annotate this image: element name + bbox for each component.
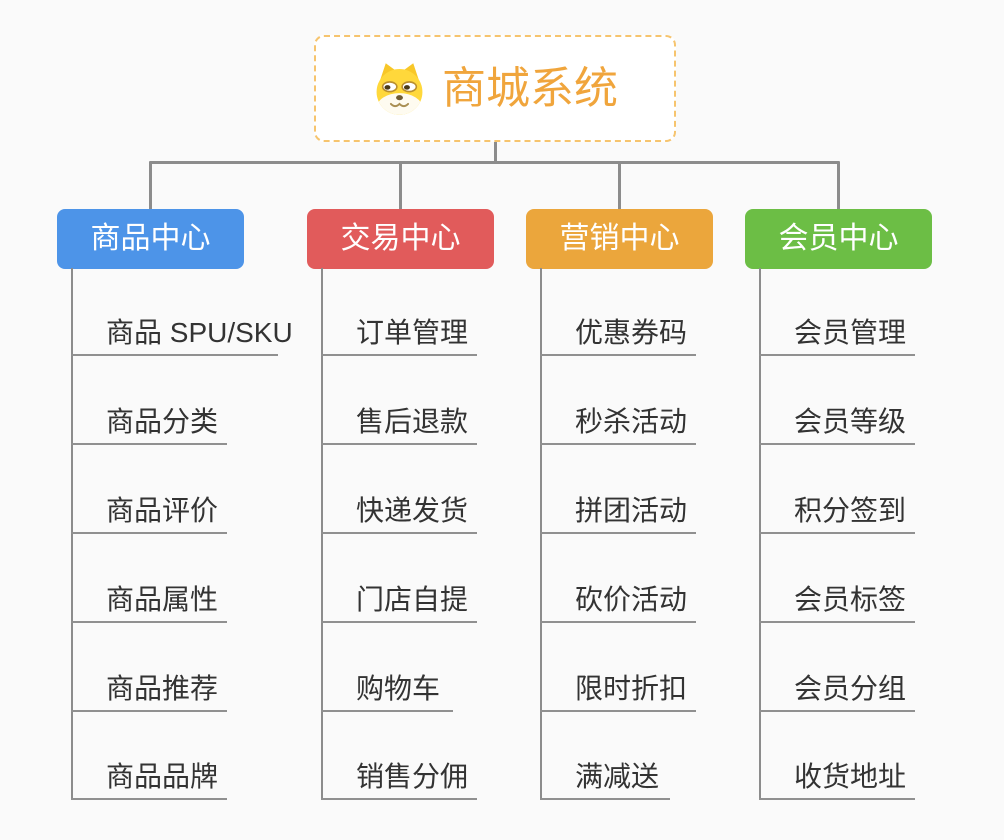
- leaf-item-label: 快递发货: [356, 495, 469, 526]
- branch-node-member-center[interactable]: 会员中心: [745, 209, 932, 269]
- leaf-item[interactable]: 商品分类: [71, 397, 227, 445]
- connector-drop-product: [149, 161, 152, 211]
- root-node[interactable]: 商城系统: [314, 35, 676, 142]
- leaf-item[interactable]: 拼团活动: [540, 486, 696, 534]
- leaf-item[interactable]: 限时折扣: [540, 664, 696, 712]
- leaf-item[interactable]: 优惠券码: [540, 308, 696, 356]
- leaf-item-label: 会员管理: [794, 317, 907, 348]
- leaf-item-label: 会员标签: [794, 584, 907, 615]
- leaf-item[interactable]: 商品推荐: [71, 664, 227, 712]
- leaf-item[interactable]: 商品 SPU/SKU: [71, 308, 293, 356]
- leaf-item-label: 积分签到: [794, 495, 907, 526]
- leaf-item[interactable]: 会员标签: [759, 575, 915, 623]
- leaf-item-label: 秒杀活动: [575, 406, 688, 437]
- leaf-item-label: 满减送: [575, 761, 660, 792]
- connector-horizontal-bus: [149, 161, 840, 164]
- leaf-item-label: 商品分类: [106, 406, 219, 437]
- leaf-item[interactable]: 会员分组: [759, 664, 915, 712]
- leaf-item[interactable]: 砍价活动: [540, 575, 696, 623]
- leaf-item[interactable]: 会员管理: [759, 308, 915, 356]
- leaf-item-label: 砍价活动: [575, 584, 688, 615]
- leaf-item[interactable]: 快递发货: [321, 486, 477, 534]
- leaf-item-label: 商品品牌: [106, 761, 219, 792]
- leaf-item-label: 售后退款: [356, 406, 469, 437]
- leaf-item-label: 会员分组: [794, 673, 907, 704]
- leaf-item-label: 优惠券码: [575, 317, 688, 348]
- leaf-item[interactable]: 商品属性: [71, 575, 227, 623]
- shiba-dog-icon: [372, 61, 427, 116]
- leaf-item[interactable]: 积分签到: [759, 486, 915, 534]
- connector-drop-marketing: [618, 161, 621, 211]
- leaf-item-label: 购物车: [356, 673, 441, 704]
- leaf-item[interactable]: 商品评价: [71, 486, 227, 534]
- leaf-item-label: 商品 SPU/SKU: [106, 317, 293, 348]
- leaf-item-label: 商品推荐: [106, 673, 219, 704]
- connector-drop-member: [837, 161, 840, 211]
- leaf-item[interactable]: 满减送: [540, 752, 670, 800]
- leaf-item-label: 商品属性: [106, 584, 219, 615]
- leaf-item[interactable]: 销售分佣: [321, 752, 477, 800]
- leaf-item[interactable]: 收货地址: [759, 752, 915, 800]
- branch-node-marketing-center[interactable]: 营销中心: [526, 209, 713, 269]
- leaf-item[interactable]: 秒杀活动: [540, 397, 696, 445]
- leaf-item-label: 收货地址: [794, 761, 907, 792]
- leaf-item[interactable]: 门店自提: [321, 575, 477, 623]
- leaf-item[interactable]: 售后退款: [321, 397, 477, 445]
- root-label: 商城系统: [442, 63, 618, 113]
- leaf-item[interactable]: 购物车: [321, 664, 453, 712]
- branch-node-trade-center[interactable]: 交易中心: [307, 209, 494, 269]
- leaf-item-label: 商品评价: [106, 495, 219, 526]
- leaf-item-label: 拼团活动: [575, 495, 688, 526]
- leaf-item[interactable]: 会员等级: [759, 397, 915, 445]
- leaf-item-label: 会员等级: [794, 406, 907, 437]
- leaf-item[interactable]: 商品品牌: [71, 752, 227, 800]
- leaf-item-label: 限时折扣: [575, 673, 688, 704]
- leaf-item-label: 门店自提: [356, 584, 469, 615]
- connector-drop-trade: [399, 161, 402, 211]
- branch-node-product-center[interactable]: 商品中心: [57, 209, 244, 269]
- connector-root-stub: [494, 140, 497, 163]
- leaf-item[interactable]: 订单管理: [321, 308, 477, 356]
- leaf-item-label: 订单管理: [356, 317, 469, 348]
- leaf-item-label: 销售分佣: [356, 761, 469, 792]
